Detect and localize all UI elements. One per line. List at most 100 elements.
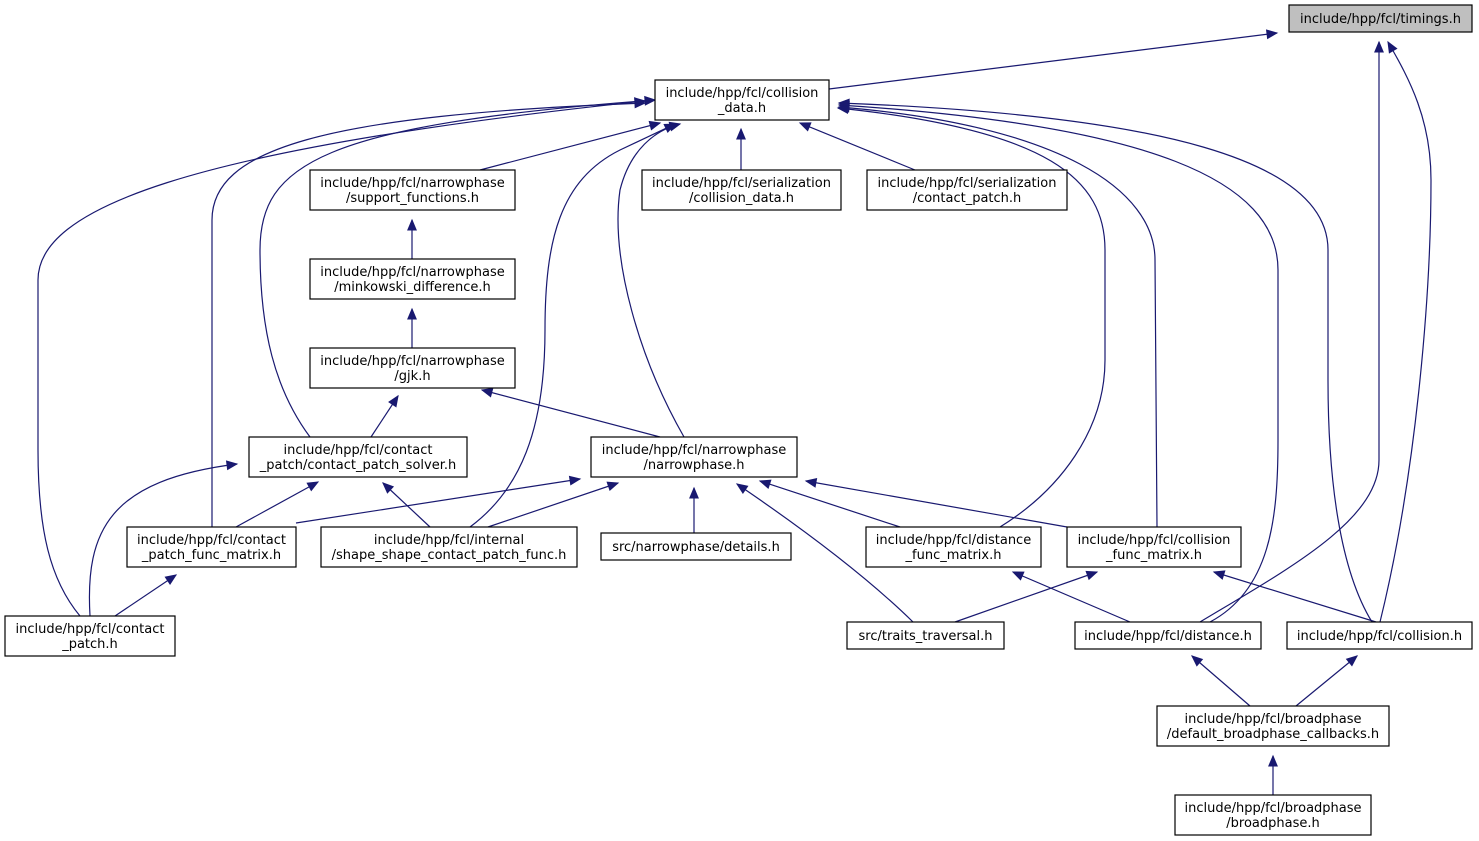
- edge-narrowphase-to-gjk: [481, 389, 661, 438]
- node-label-line: include/hpp/fcl/internal: [374, 533, 524, 548]
- node-ser-collision-data[interactable]: include/hpp/fcl/serialization/collision_…: [641, 169, 842, 211]
- edge-coll_func_matrix-to-collision_data: [838, 106, 1158, 528]
- node-label-line: include/hpp/fcl/narrowphase: [602, 443, 787, 458]
- edge-ser_contact_patch-to-collision_data: [799, 122, 916, 171]
- node-timings[interactable]: include/hpp/fcl/timings.h: [1288, 4, 1473, 33]
- node-label-line: _data.h: [717, 101, 766, 116]
- edge-dist_func_matrix-to-collision_data: [837, 107, 1106, 528]
- node-label-line: /minkowski_difference.h: [334, 280, 491, 295]
- arrowhead-icon: [634, 97, 647, 108]
- node-label-line: include/hpp/fcl/broadphase: [1184, 712, 1361, 727]
- node-label-line: _patch/contact_patch_solver.h: [259, 458, 457, 473]
- node-label-line: /narrowphase.h: [644, 458, 745, 473]
- edge-cp_func_matrix-to-narrowphase: [295, 478, 581, 524]
- node-label-line: _func_matrix.h: [1105, 548, 1202, 563]
- node-label-line: _patch_func_matrix.h: [141, 548, 281, 563]
- node-box: [1066, 526, 1242, 568]
- node-label-line: _patch.h: [61, 637, 118, 652]
- edge-traits_traversal-to-coll_func_matrix: [954, 571, 1098, 623]
- node-distance[interactable]: include/hpp/fcl/distance.h: [1074, 621, 1262, 650]
- node-box: [4, 615, 176, 657]
- node-label-line: include/hpp/fcl/distance: [876, 533, 1031, 548]
- dependency-edges: [37, 29, 1432, 795]
- edge-default_bp_callbacks-to-collision: [1295, 655, 1358, 707]
- node-label-line: include/hpp/fcl/broadphase: [1184, 801, 1361, 816]
- node-minkowski[interactable]: include/hpp/fcl/narrowphase/minkowski_di…: [309, 258, 516, 300]
- node-dist-func-matrix[interactable]: include/hpp/fcl/distance_func_matrix.h: [865, 526, 1042, 568]
- node-box: [600, 532, 792, 561]
- node-box: [641, 169, 842, 211]
- arrowhead-icon: [568, 475, 582, 486]
- node-coll-func-matrix[interactable]: include/hpp/fcl/collision_func_matrix.h: [1066, 526, 1242, 568]
- edge-collision_data-to-timings: [828, 32, 1278, 90]
- node-box: [126, 526, 297, 568]
- node-label-line: include/hpp/fcl/serialization: [878, 176, 1057, 191]
- edge-contact_patch-to-collision_data: [37, 100, 646, 617]
- arrowhead-icon: [837, 98, 850, 109]
- node-label-line: include/hpp/fcl/collision: [666, 86, 819, 101]
- node-label-line: include/hpp/fcl/collision: [1078, 533, 1231, 548]
- arrowhead-icon: [689, 486, 699, 499]
- node-default-bp-callbacks[interactable]: include/hpp/fcl/broadphase/default_broad…: [1156, 705, 1390, 747]
- edge-cp_func_matrix-to-collision_data: [211, 102, 646, 527]
- node-label-line: include/hpp/fcl/contact: [284, 443, 433, 458]
- node-box: [1074, 621, 1262, 650]
- node-box: [248, 436, 468, 478]
- arrowhead-icon: [798, 122, 812, 132]
- arrowhead-icon: [480, 387, 494, 398]
- node-label-line: /gjk.h: [394, 369, 430, 384]
- header-file-nodes: include/hpp/fcl/timings.h include/hpp/fcl…: [4, 4, 1473, 836]
- node-broadphase[interactable]: include/hpp/fcl/broadphase/broadphase.h: [1174, 794, 1372, 836]
- edge-shape_shape_cp-to-collision_data: [469, 123, 676, 528]
- arrowhead-icon: [1387, 40, 1398, 54]
- node-label-line: include/hpp/fcl/narrowphase: [320, 354, 505, 369]
- node-ser-contact-patch[interactable]: include/hpp/fcl/serialization/contact_pa…: [866, 169, 1068, 211]
- arrowhead-icon: [804, 477, 818, 488]
- edge-distance-to-dist_func_matrix: [1012, 571, 1131, 623]
- node-box: [320, 526, 578, 568]
- node-label-line: src/narrowphase/details.h: [612, 540, 780, 555]
- arrowhead-icon: [1085, 570, 1099, 581]
- node-label-line: /contact_patch.h: [913, 191, 1022, 206]
- node-shape-shape-cp[interactable]: include/hpp/fcl/internal/shape_shape_con…: [320, 526, 578, 568]
- node-box: [865, 526, 1042, 568]
- node-label-line: _func_matrix.h: [905, 548, 1002, 563]
- node-collision-data[interactable]: include/hpp/fcl/collision_data.h: [654, 79, 830, 121]
- node-cp-func-matrix[interactable]: include/hpp/fcl/contact_patch_func_matri…: [126, 526, 297, 568]
- node-label-line: include/hpp/fcl/contact: [137, 533, 286, 548]
- arrowhead-icon: [1212, 570, 1226, 580]
- arrowhead-icon: [663, 123, 677, 133]
- edge-distance-to-collision_data: [838, 104, 1279, 623]
- arrowhead-icon: [1268, 754, 1278, 767]
- node-label-line: include/hpp/fcl/narrowphase: [320, 265, 505, 280]
- arrowhead-icon: [758, 479, 772, 489]
- node-traits-traversal[interactable]: src/traits_traversal.h: [846, 621, 1005, 650]
- node-collision[interactable]: include/hpp/fcl/collision.h: [1286, 621, 1473, 650]
- edge-default_bp_callbacks-to-distance: [1191, 655, 1251, 707]
- arrowhead-icon: [644, 95, 657, 106]
- node-box: [309, 258, 516, 300]
- edge-shape_shape_cp-to-narrowphase: [487, 482, 619, 528]
- node-label-line: include/hpp/fcl/distance.h: [1084, 629, 1252, 644]
- node-box: [309, 169, 516, 211]
- edge-collision-to-collision_data: [838, 102, 1373, 623]
- arrowhead-icon: [306, 481, 320, 492]
- node-label-line: src/traits_traversal.h: [859, 629, 993, 644]
- arrowhead-icon: [1374, 40, 1384, 53]
- arrowhead-icon: [407, 218, 417, 231]
- node-box: [654, 79, 830, 121]
- node-narrowphase[interactable]: include/hpp/fcl/narrowphase/narrowphase.…: [590, 436, 798, 478]
- node-box: [1288, 4, 1473, 33]
- node-details[interactable]: src/narrowphase/details.h: [600, 532, 792, 561]
- node-label-line: /support_functions.h: [346, 191, 479, 206]
- node-label-line: include/hpp/fcl/collision.h: [1297, 629, 1462, 644]
- node-support-functions[interactable]: include/hpp/fcl/narrowphase/support_func…: [309, 169, 516, 211]
- node-gjk[interactable]: include/hpp/fcl/narrowphase/gjk.h: [309, 347, 516, 389]
- node-box: [309, 347, 516, 389]
- node-label-line: /default_broadphase_callbacks.h: [1167, 727, 1379, 742]
- node-cp-solver[interactable]: include/hpp/fcl/contact_patch/contact_pa…: [248, 436, 468, 478]
- node-label-line: /broadphase.h: [1226, 816, 1319, 831]
- node-contact-patch[interactable]: include/hpp/fcl/contact_patch.h: [4, 615, 176, 657]
- node-box: [866, 169, 1068, 211]
